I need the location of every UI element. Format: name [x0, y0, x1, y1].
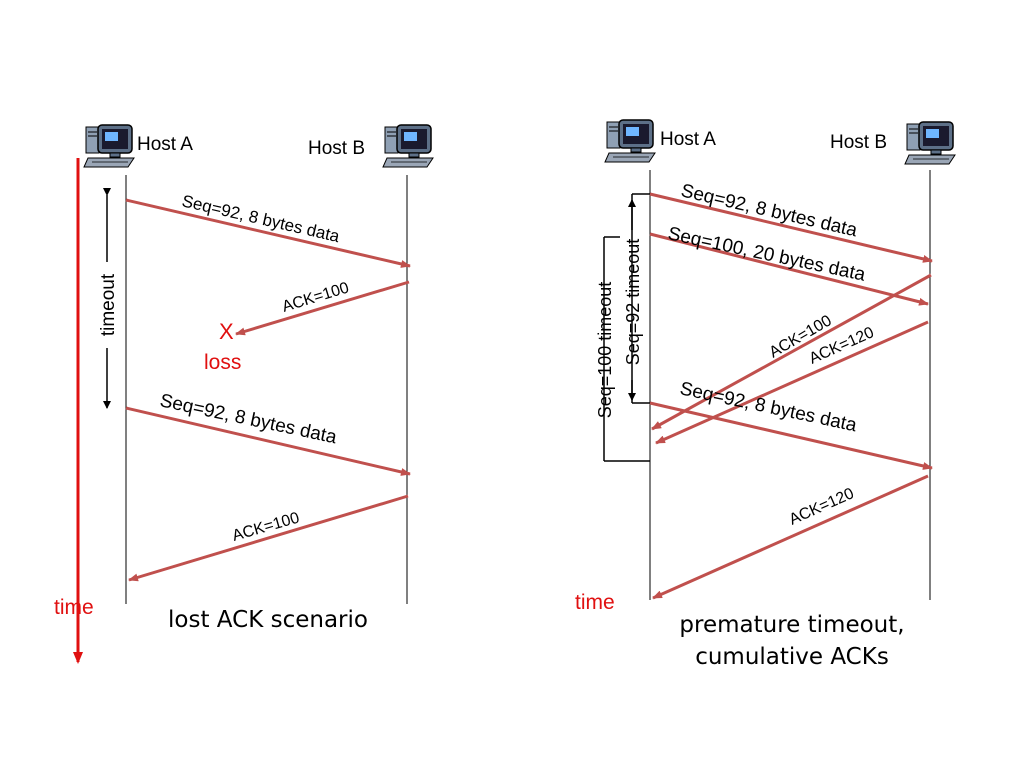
- host-b-computer-icon: [904, 121, 956, 165]
- loss-label: loss: [204, 351, 241, 374]
- seq100-timeout-label: Seq=100 timeout: [595, 282, 615, 419]
- right-host-a-label: Host A: [660, 129, 716, 150]
- left-seq92-arrow-1: [125, 198, 411, 268]
- left-ack100-lost-arrow: [235, 280, 410, 336]
- left-lost-ack-diagram: Host A Host B time timeout Seq=92, 8 byt…: [54, 124, 434, 664]
- right-ack120-arrow-2: [652, 474, 929, 600]
- left-ack100-arrow-2: [128, 494, 409, 582]
- loss-x-mark: X: [219, 319, 234, 344]
- left-host-a-label: Host A: [137, 134, 193, 155]
- right-time-label: time: [575, 591, 615, 614]
- right-seq92-arrow-1: [649, 192, 933, 263]
- host-a-computer-icon: [83, 124, 135, 168]
- right-host-b-label: Host B: [830, 132, 887, 153]
- right-ack100-arrow: [651, 273, 932, 431]
- left-time-label: time: [54, 596, 94, 619]
- left-seq92-label-2: Seq=92, 8 bytes data: [158, 390, 339, 448]
- right-premature-timeout-diagram: Host A Host B time Seq=92 timeout Seq=10…: [575, 119, 956, 670]
- left-caption: lost ACK scenario: [168, 607, 368, 633]
- right-caption-line-1: premature timeout,: [679, 612, 904, 638]
- left-seq92-arrow-2: [125, 406, 411, 476]
- seq92-timeout-label: Seq=92 timeout: [623, 239, 643, 366]
- right-seq92-arrow-2: [649, 401, 933, 470]
- right-caption-line-2: cumulative ACKs: [695, 644, 889, 670]
- right-seq92-label-2: Seq=92, 8 bytes data: [678, 378, 859, 436]
- left-timeout-label: timeout: [98, 273, 119, 336]
- host-b-computer-icon: [382, 124, 434, 168]
- left-host-b-label: Host B: [308, 138, 365, 159]
- right-seq100-arrow: [649, 232, 929, 306]
- host-a-computer-icon: [604, 119, 656, 163]
- right-ack120-arrow-1: [655, 320, 929, 445]
